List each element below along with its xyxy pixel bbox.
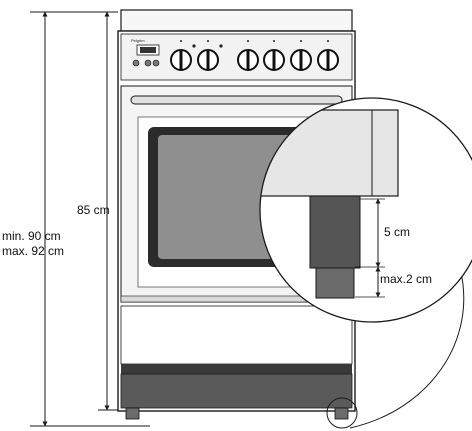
knob-1 (170, 49, 192, 71)
door-handle (130, 95, 343, 105)
storage-drawer (120, 305, 353, 365)
plinth (120, 373, 353, 409)
label-5cm: 5 cm (384, 225, 410, 239)
timer-button-2 (144, 59, 152, 67)
label-max-height: max. 92 cm (2, 244, 64, 258)
control-panel (120, 33, 353, 81)
detail-foot (309, 195, 361, 269)
foot-right (334, 407, 349, 420)
foot-highlight-circle (326, 397, 358, 429)
knob-3 (237, 49, 259, 71)
cooker-top (120, 9, 353, 32)
detail-pointer-arrow (349, 265, 465, 429)
label-85cm: 85 cm (77, 203, 110, 217)
brand-logo: Pelgrim (131, 38, 145, 43)
magnifier-outline (259, 97, 472, 323)
knob-5 (290, 49, 312, 71)
knob-2 (197, 49, 219, 71)
detail-adjuster (315, 267, 355, 299)
foot-left (125, 407, 140, 420)
label-max2cm: max.2 cm (380, 272, 432, 286)
drawer-handle-strip (121, 364, 352, 374)
indicator-symbols (180, 40, 329, 48)
knob-6 (317, 49, 339, 71)
timer-button-3 (152, 59, 160, 67)
timer-button-1 (132, 59, 140, 67)
knob-4 (263, 49, 285, 71)
control-knobs (170, 49, 339, 71)
dimension-line-90-92 (30, 11, 150, 427)
clock-digits (140, 47, 156, 53)
label-min-height: min. 90 cm (2, 229, 61, 243)
